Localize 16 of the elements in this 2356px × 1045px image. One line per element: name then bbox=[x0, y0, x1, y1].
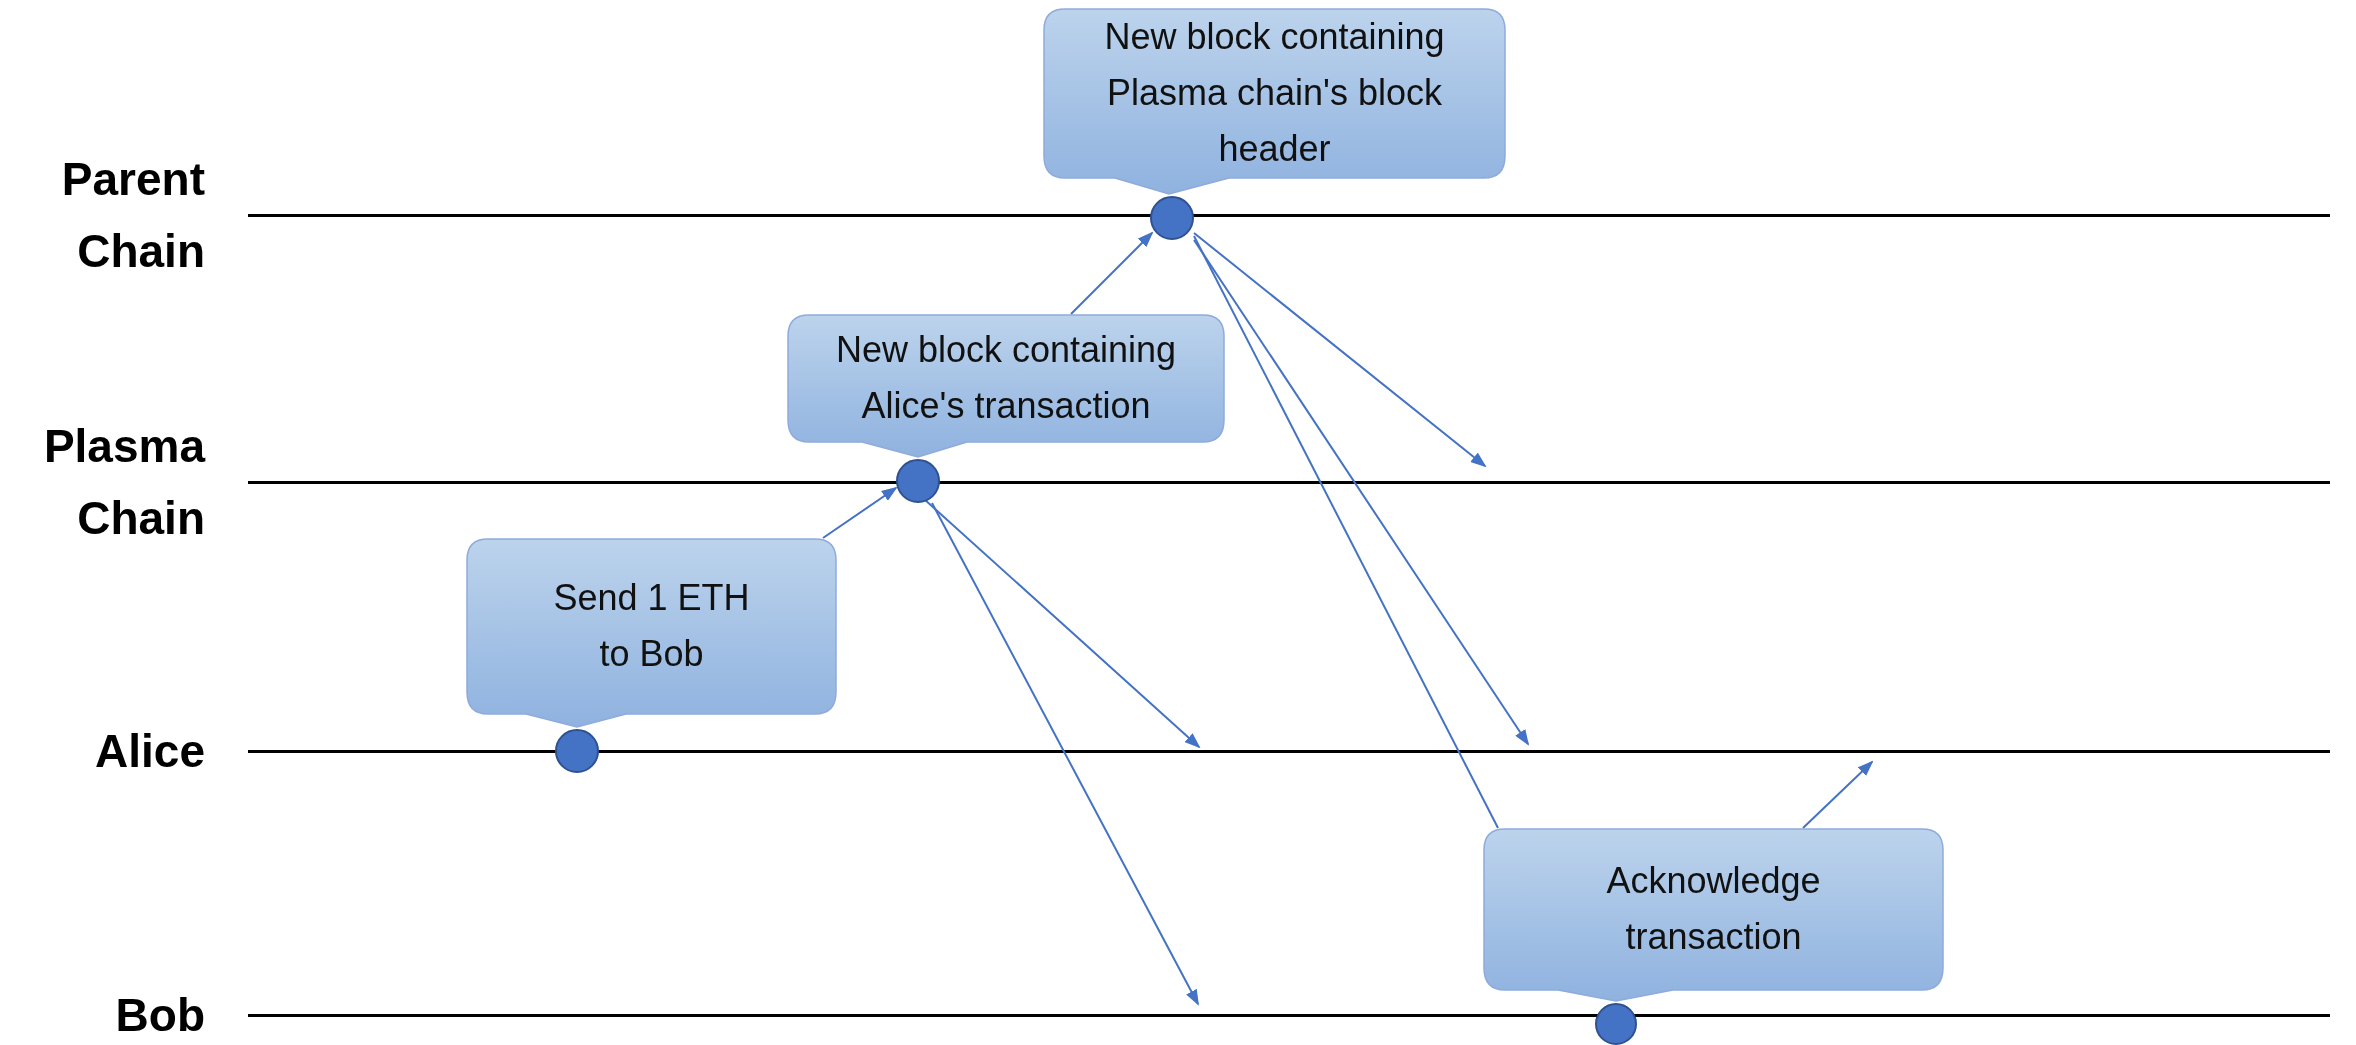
speech-bubble: Send 1 ETH to Bob bbox=[466, 538, 837, 728]
arrow bbox=[822, 486, 898, 539]
lane-label: Bob bbox=[114, 988, 205, 1043]
arrow bbox=[931, 502, 1199, 1006]
speech-bubble: Acknowledge transaction bbox=[1483, 828, 1944, 1002]
lane-label: Alice bbox=[94, 724, 205, 779]
speech-bubble: New block containing Plasma chain's block header bbox=[1043, 8, 1506, 195]
arrow bbox=[1193, 232, 1487, 468]
connector-line bbox=[1193, 235, 1499, 829]
lane-label: Parent Chain bbox=[60, 152, 205, 279]
arrow bbox=[1070, 231, 1154, 315]
speech-bubble: New block containing Alice's transaction bbox=[787, 314, 1225, 458]
lane-label: Plasma Chain bbox=[42, 419, 205, 546]
arrow bbox=[1193, 239, 1530, 746]
arrow bbox=[1802, 760, 1874, 829]
arrow bbox=[923, 498, 1201, 749]
